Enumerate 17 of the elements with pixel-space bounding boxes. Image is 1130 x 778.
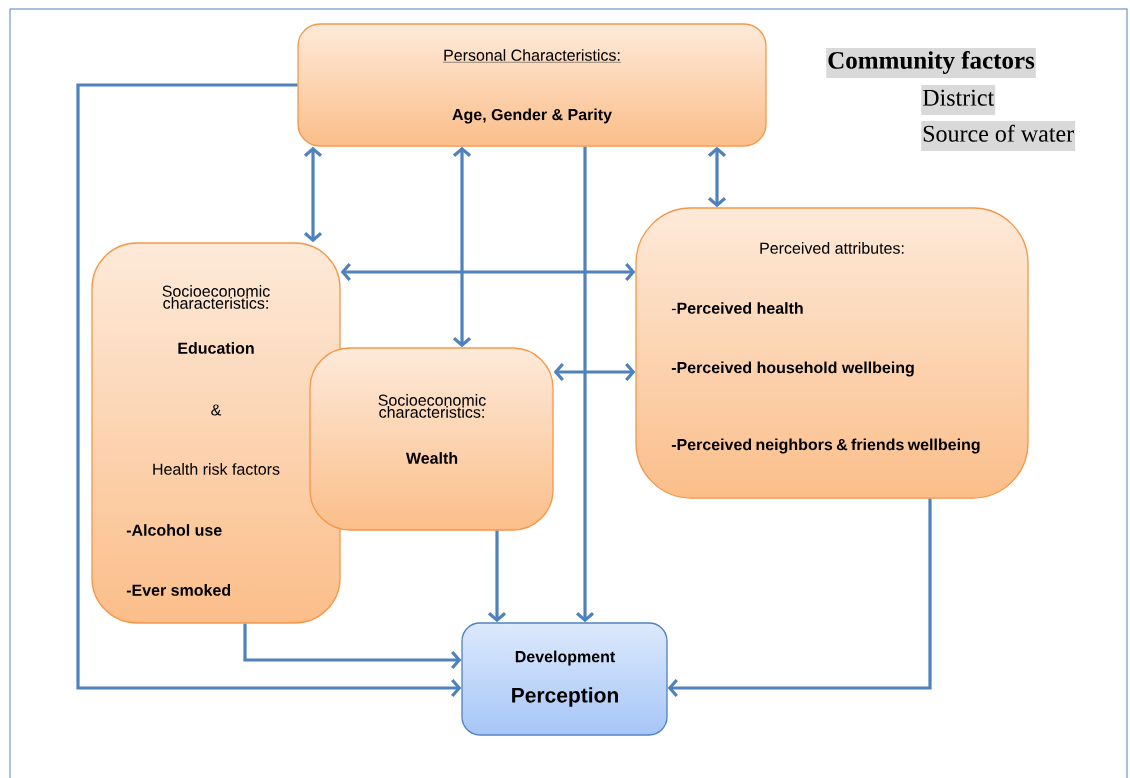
arrow (452, 146, 472, 348)
process-box: Perceived attributes: -Perceived health -Perceived household wellbeing -Perceived neighbors & friends wellbeing (635, 207, 1029, 499)
arrow (553, 362, 636, 382)
arrow (575, 146, 595, 623)
process-box: Socioeconomic characteristics: Wealth (309, 347, 554, 531)
process-box: Personal Characteristics: Age, Gender & Parity (297, 23, 767, 147)
arrow (667, 498, 932, 698)
arrow (707, 146, 727, 208)
arrow (243, 623, 462, 670)
community-factors-heading: Community factors (826, 48, 1036, 78)
arrow (303, 146, 323, 243)
factor-label: Source of water (921, 121, 1076, 151)
arrow (487, 530, 507, 623)
process-box: Development Perception (461, 622, 668, 736)
arrow (340, 262, 636, 282)
arrow (76, 83, 462, 698)
factor-label: District (921, 85, 996, 115)
